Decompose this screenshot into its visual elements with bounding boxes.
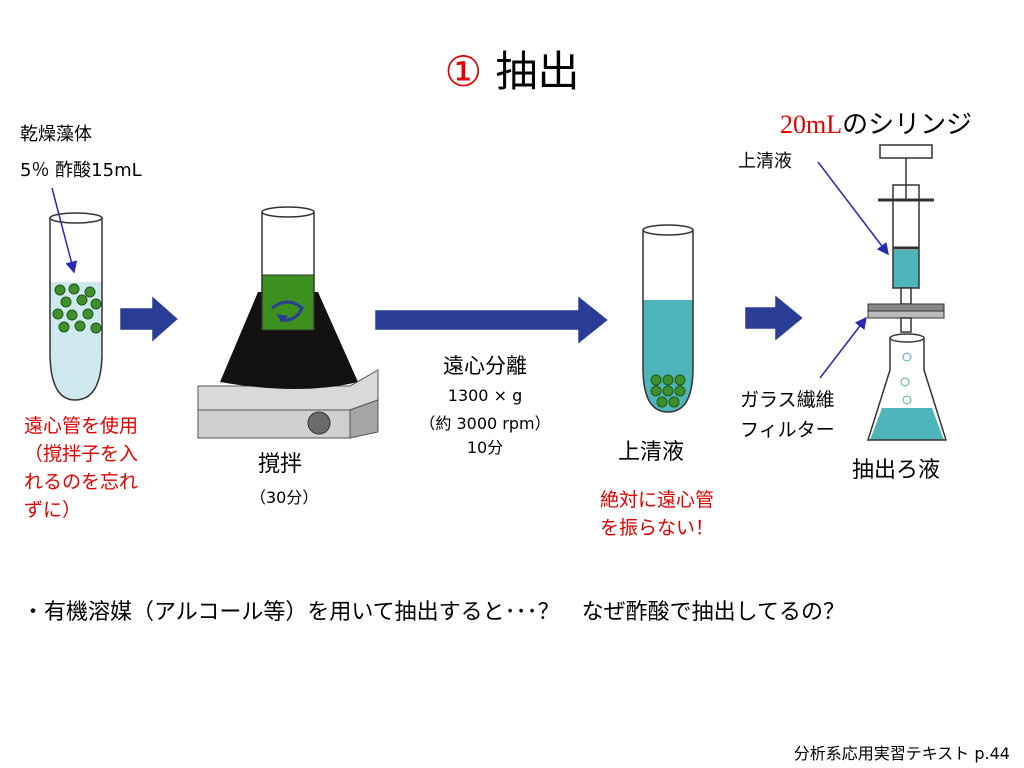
- syringe: [867, 144, 945, 333]
- step-number: ①: [444, 47, 483, 96]
- note-line: 遠心管を使用: [24, 415, 139, 437]
- syringe-volume: 20mL: [780, 110, 843, 139]
- filter-holder-top: [867, 303, 945, 312]
- syringe-content-label: 上清液: [738, 151, 792, 172]
- question-text: ・有機溶媒（アルコール等）を用いて抽出すると･･･？ なぜ酢酸で抽出してるの？: [22, 600, 846, 625]
- centrifuge-tube-2: [642, 224, 694, 413]
- algae-particles: [52, 283, 102, 334]
- title-text: 抽出: [495, 47, 580, 96]
- droplet-icon: [902, 395, 912, 405]
- filter-label-line: フィルター: [740, 419, 835, 441]
- filter-label-line: ガラス繊維: [740, 389, 835, 411]
- warning-note: 絶対に遠心管 を振らない！: [600, 486, 714, 542]
- droplet-icon: [900, 377, 910, 387]
- plunger-head: [879, 144, 933, 159]
- syringe-suffix: のシリンジ: [842, 110, 973, 140]
- pointer-arrow-filter: [819, 316, 867, 379]
- filter-label: ガラス繊維 フィルター: [740, 385, 835, 445]
- centrifuge-tube-1: [49, 212, 103, 401]
- pointer-arrow-supernatant: [817, 161, 889, 256]
- collection-flask: [866, 333, 948, 441]
- centrifuge-force: 1300 × g: [447, 386, 523, 405]
- process-arrow-centrifuge: [374, 295, 609, 345]
- tube1-label-line1: 乾燥藻体: [20, 124, 92, 145]
- note-line: （撹拌子を入: [24, 443, 139, 465]
- rotation-icon: [271, 300, 304, 322]
- stirrer-knob-icon: [307, 411, 331, 435]
- centrifuge-label: 遠心分離: [443, 354, 527, 378]
- filter-holder-bottom: [867, 310, 945, 319]
- warning-line: 絶対に遠心管: [600, 489, 715, 511]
- note-line: ずに）: [24, 499, 82, 521]
- erlenmeyer-flask-black: [220, 206, 358, 389]
- slide-title: ① 抽出: [0, 38, 1024, 99]
- syringe-label: 20mLのシリンジ: [780, 104, 972, 141]
- tube1-label-line2: 5％ 酢酸15mL: [20, 160, 142, 181]
- footer-page-ref: 分析系応用実習テキスト p.44: [793, 744, 1010, 763]
- algae-pellet: [650, 374, 686, 408]
- process-arrow-3: [744, 294, 804, 342]
- warning-line: を振らない！: [600, 517, 715, 539]
- supernatant-label: 上清液: [618, 440, 685, 465]
- stir-time: （30分）: [250, 488, 319, 507]
- process-arrow-1: [119, 295, 179, 343]
- centrifuge-time: 10分: [466, 438, 504, 457]
- droplet-icon: [902, 352, 912, 362]
- stir-label: 撹拌: [258, 452, 303, 477]
- note-line: れるのを忘れ: [24, 471, 139, 493]
- magnetic-stirrer: [197, 369, 379, 439]
- filtrate-label: 抽出ろ液: [852, 458, 941, 483]
- centrifuge-rpm: （約 3000 rpm）: [419, 414, 551, 433]
- pointer-arrow-tube1: [51, 187, 78, 274]
- tube-usage-note: 遠心管を使用 （撹拌子を入 れるのを忘れ ずに）: [24, 412, 138, 524]
